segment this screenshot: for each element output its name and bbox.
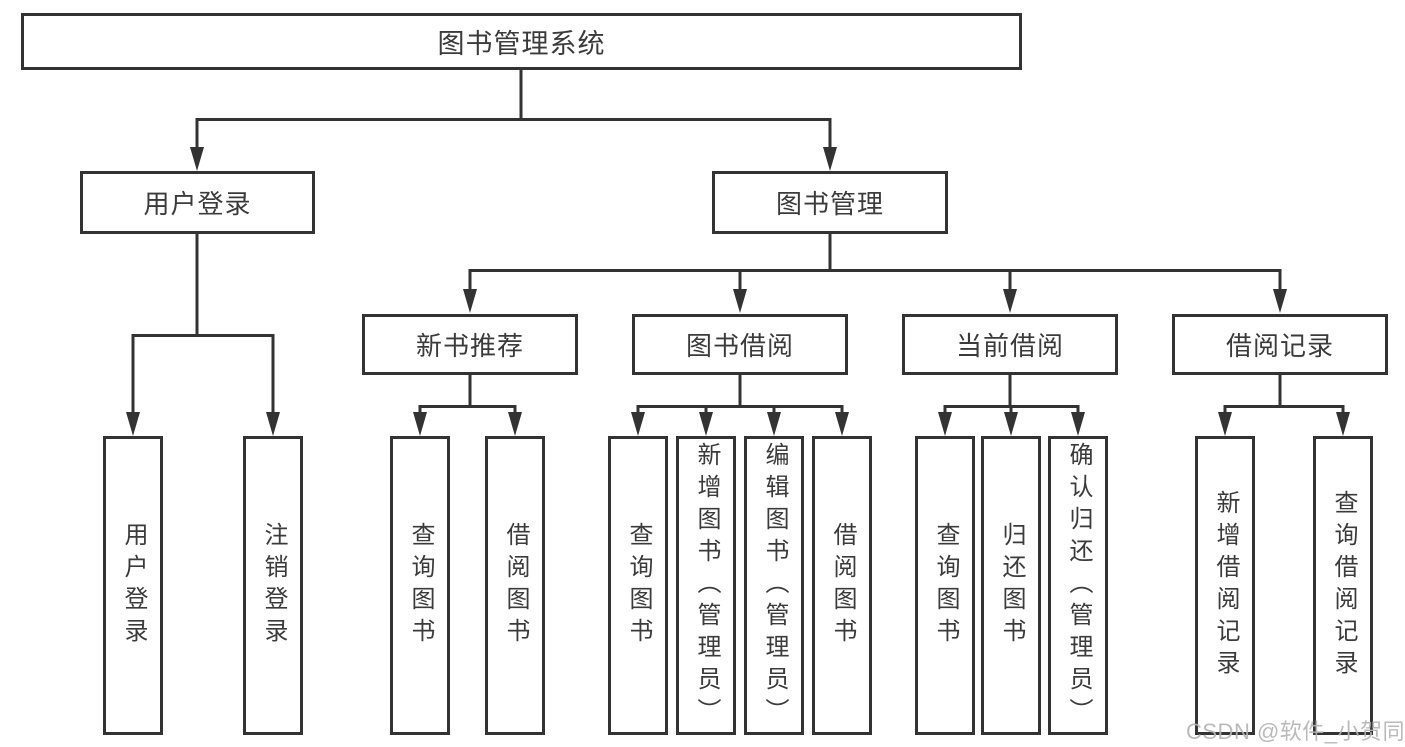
connector-root-to-level2	[195, 69, 832, 156]
leaf-user-login: 用户登录	[103, 436, 163, 735]
connector-arrowheads	[126, 147, 1350, 436]
node-book-borrow: 图书借阅	[632, 314, 848, 375]
node-current-borrow: 当前借阅	[902, 314, 1118, 375]
connector-userlogin-to-leaves	[131, 234, 275, 420]
leaf-add-book-admin: 新增图书（管理员）	[676, 436, 736, 735]
csdn-watermark: CSDN @软件_小贺同学	[1186, 719, 1405, 744]
leaf-borrow-books-newbook: 借阅图书	[485, 436, 545, 735]
leaf-confirm-return-admin: 确认归还（管理员）	[1048, 436, 1108, 735]
node-borrow-records: 借阅记录	[1172, 314, 1388, 375]
leaf-add-borrow-record: 新增借阅记录	[1195, 436, 1255, 735]
leaf-query-books-newbook: 查询图书	[390, 436, 450, 735]
node-book-management: 图书管理	[712, 171, 948, 234]
connector-bookmgmt-to-level3	[468, 234, 1282, 298]
node-user-login: 用户登录	[80, 171, 315, 234]
connector-newbook-to-leaves	[418, 375, 517, 420]
leaf-query-borrow-record: 查询借阅记录	[1313, 436, 1373, 735]
leaf-logout-login: 注销登录	[243, 436, 303, 735]
leaf-return-book: 归还图书	[981, 436, 1041, 735]
leaf-query-books-current: 查询图书	[915, 436, 975, 735]
connector-records-to-leaves	[1223, 375, 1345, 420]
leaf-query-books-borrow: 查询图书	[608, 436, 668, 735]
node-new-book-recommend: 新书推荐	[362, 314, 578, 375]
connector-bookborrow-to-leaves	[636, 375, 844, 420]
leaf-borrow-books-borrow: 借阅图书	[812, 436, 872, 735]
leaf-edit-book-admin: 编辑图书（管理员）	[744, 436, 804, 735]
node-library-management-system: 图书管理系统	[21, 13, 1022, 70]
